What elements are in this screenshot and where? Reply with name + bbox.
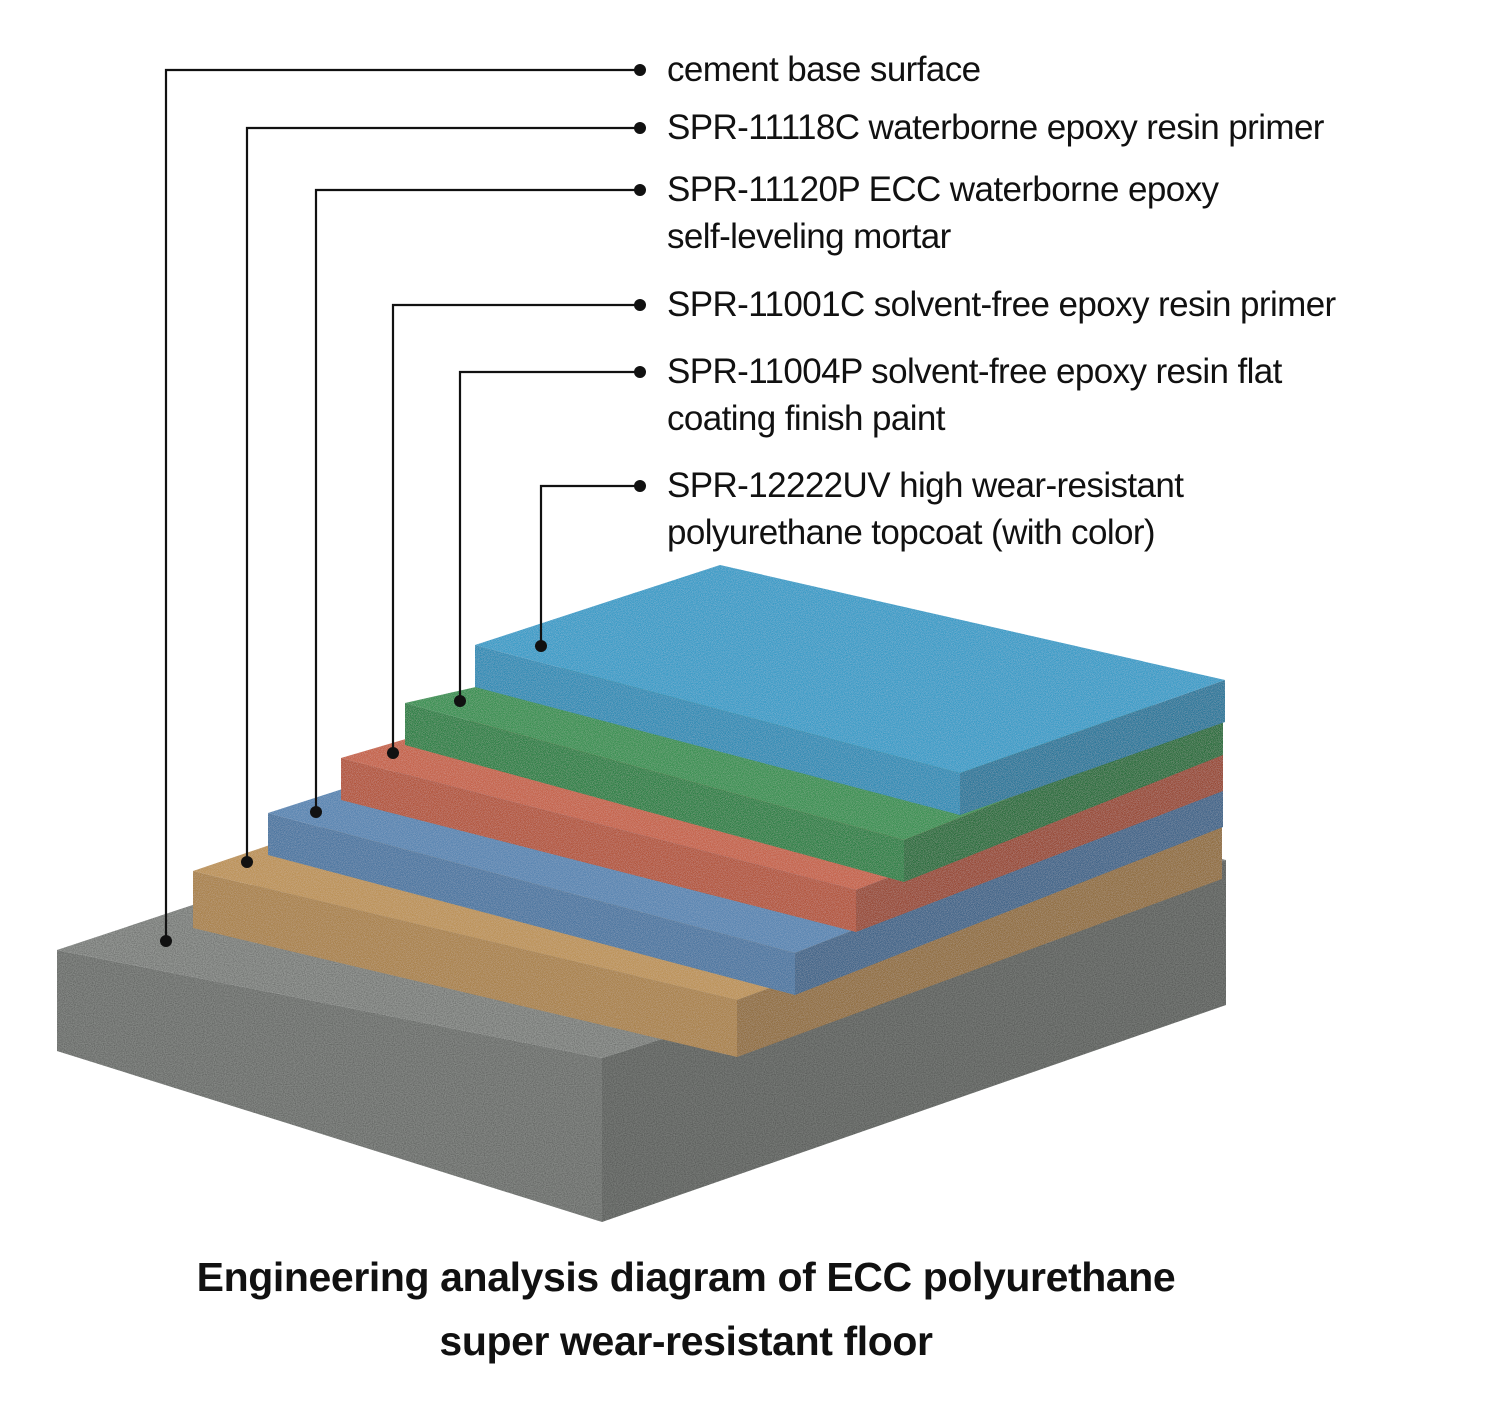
layer-label-1-line-1: cement base surface bbox=[667, 50, 981, 89]
layer-slabs bbox=[57, 565, 1226, 1222]
layer-label-5-line-2: coating finish paint bbox=[667, 399, 946, 438]
leader-line-3 bbox=[314, 188, 640, 812]
slab-side-face bbox=[960, 680, 1225, 815]
leader-dot-slab bbox=[310, 806, 322, 818]
leader-dot-slab bbox=[241, 856, 253, 868]
slab-front-face bbox=[341, 758, 856, 932]
leader-dot-label bbox=[634, 64, 646, 76]
slab-front-face bbox=[193, 871, 737, 1057]
slab-side-face bbox=[856, 749, 1223, 932]
leader-dot-slab bbox=[454, 695, 466, 707]
slab-side-face bbox=[737, 822, 1222, 1057]
leader-dot-label bbox=[634, 480, 646, 492]
leader-dot-slab bbox=[535, 640, 547, 652]
layer-label-3-line-1: SPR-11120P ECC waterborne epoxy bbox=[667, 170, 1219, 209]
layer-slab-6 bbox=[475, 565, 1225, 815]
slab-top-face bbox=[475, 565, 1225, 773]
leader-line-6 bbox=[539, 484, 640, 646]
leader-line-2 bbox=[245, 126, 640, 862]
layer-label-6-line-2: polyurethane topcoat (with color) bbox=[667, 513, 1156, 552]
leader-dot-slab bbox=[387, 747, 399, 759]
leader-dot-slab bbox=[160, 935, 172, 947]
title-line-2: super wear-resistant floor bbox=[439, 1318, 933, 1364]
leader-line-4 bbox=[391, 303, 640, 753]
layer-label-3-line-2: self-leveling mortar bbox=[667, 217, 951, 256]
slab-side-face bbox=[795, 785, 1223, 995]
layer-label-5-line-1: SPR-11004P solvent-free epoxy resin flat bbox=[667, 352, 1282, 391]
slab-front-face bbox=[475, 645, 960, 815]
leader-lines bbox=[160, 64, 646, 947]
leader-dot-label bbox=[634, 299, 646, 311]
leader-line-5 bbox=[458, 370, 640, 701]
leader-dot-label bbox=[634, 122, 646, 134]
leader-dot-label bbox=[634, 184, 646, 196]
leader-dot-label bbox=[634, 366, 646, 378]
layer-label-2-line-1: SPR-11118C waterborne epoxy resin primer bbox=[667, 108, 1324, 147]
leader-line-1 bbox=[164, 68, 640, 941]
slab-front-face bbox=[268, 813, 795, 995]
slab-front-face bbox=[405, 703, 904, 882]
layer-label-6-line-1: SPR-12222UV high wear-resistant bbox=[667, 466, 1184, 505]
slab-front-face bbox=[57, 950, 602, 1222]
title-line-1: Engineering analysis diagram of ECC poly… bbox=[196, 1254, 1176, 1300]
slab-side-face bbox=[602, 860, 1226, 1222]
layer-label-4-line-1: SPR-11001C solvent-free epoxy resin prim… bbox=[667, 285, 1336, 324]
slab-side-face bbox=[904, 713, 1223, 882]
